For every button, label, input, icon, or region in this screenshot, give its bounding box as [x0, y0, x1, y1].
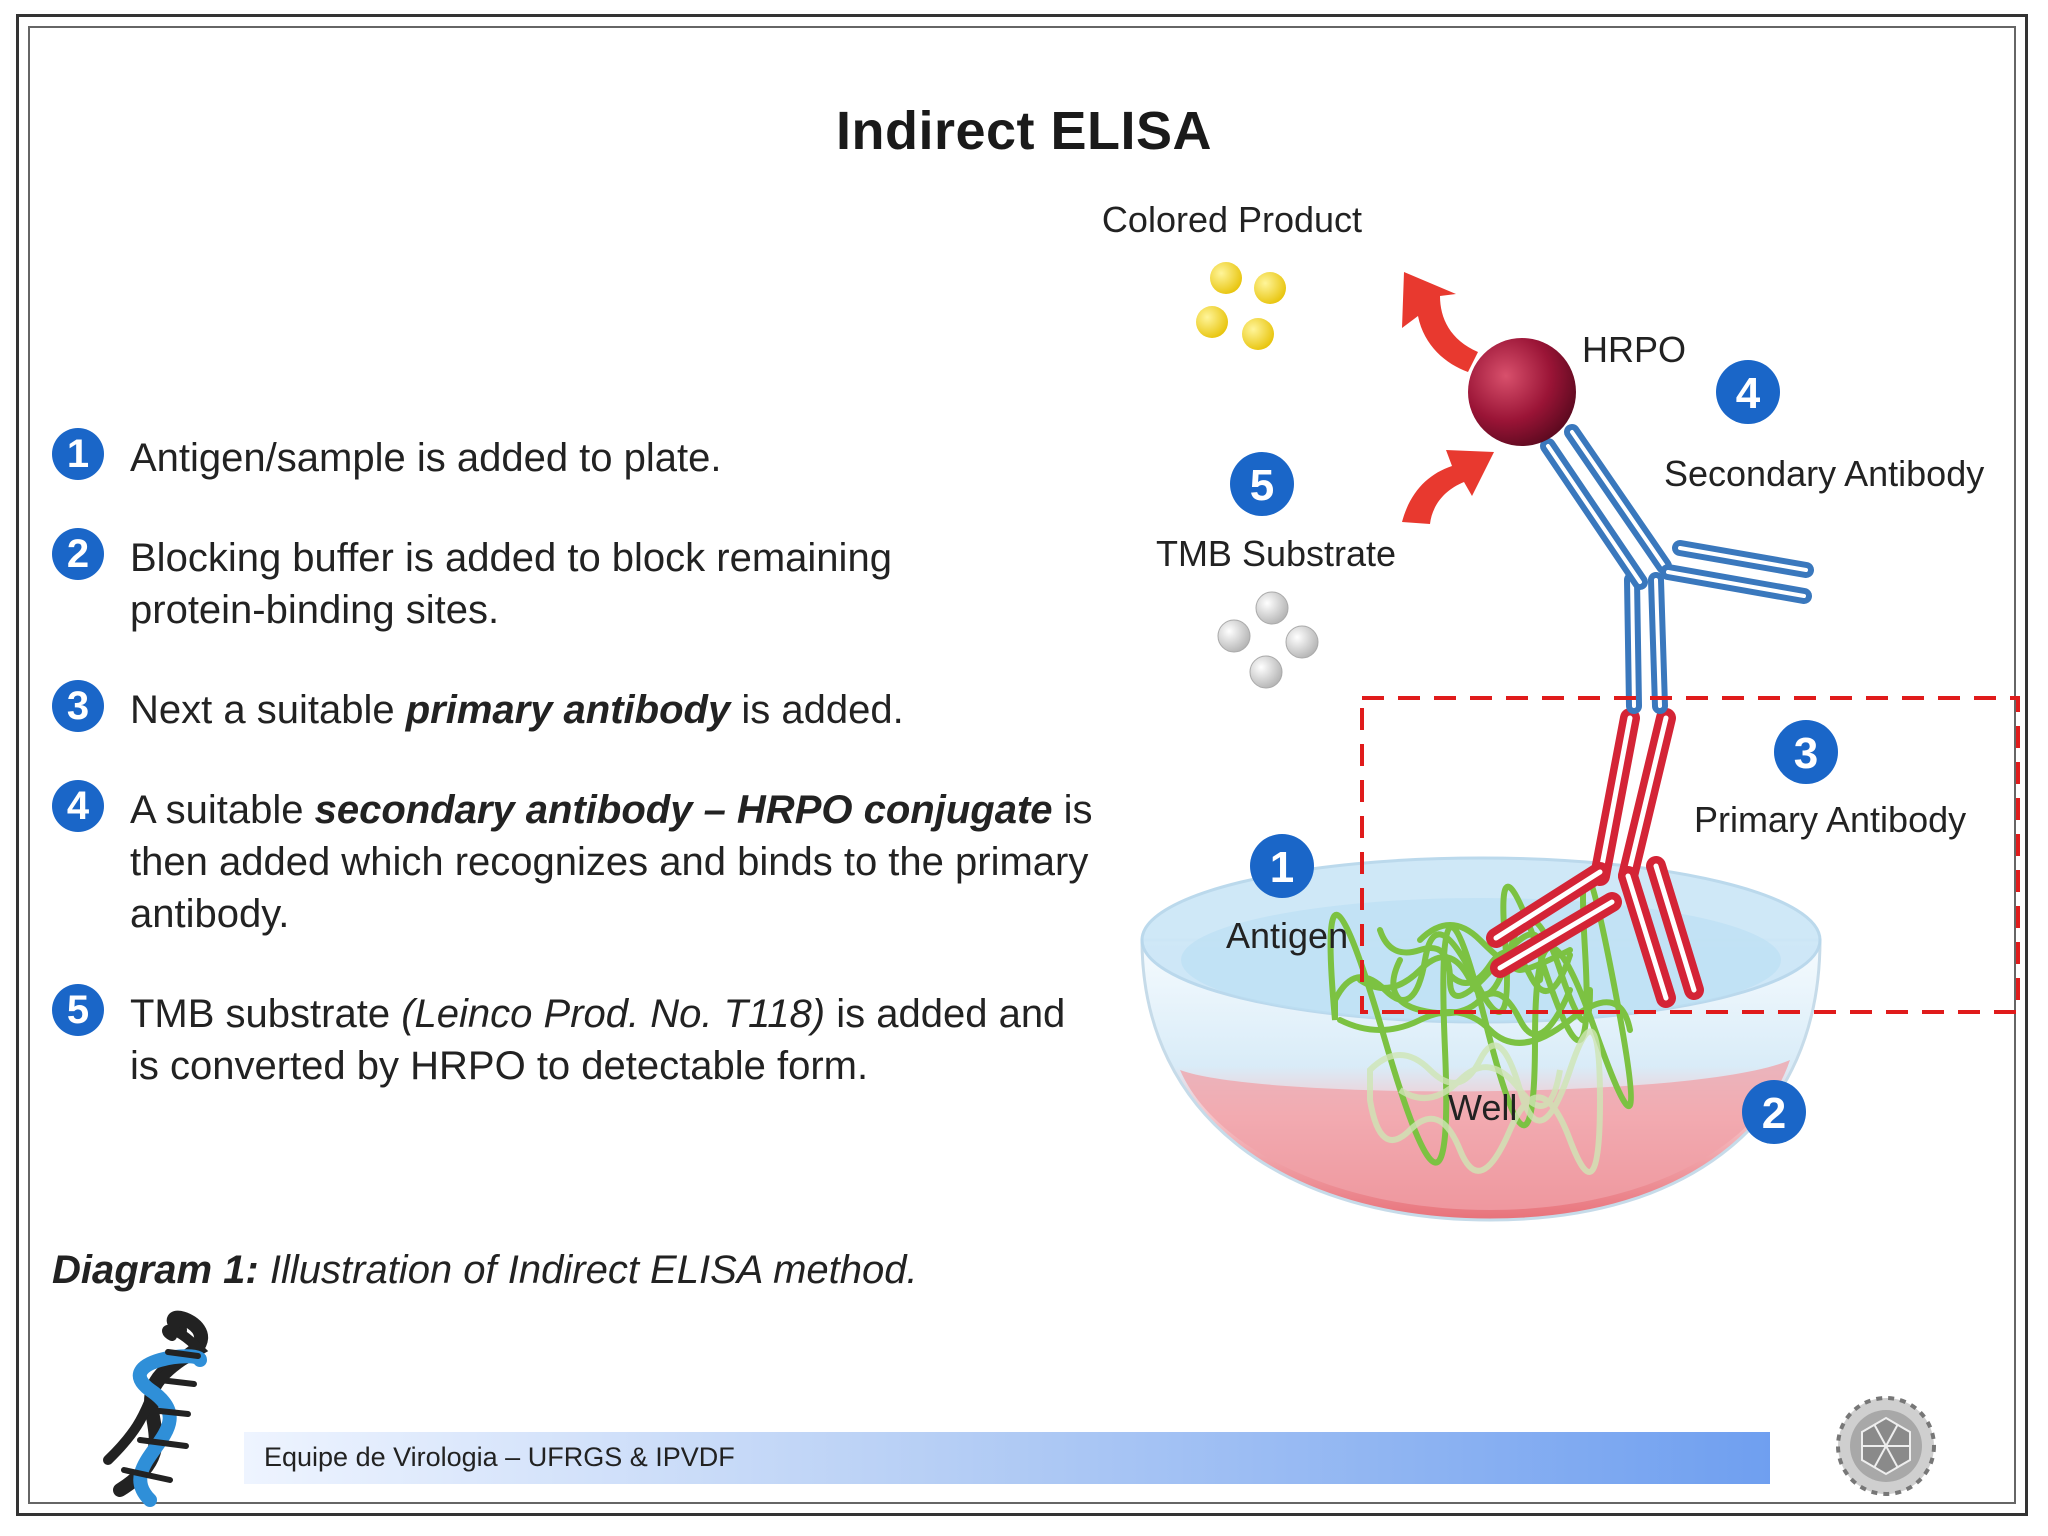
- step-4: 4 A suitable secondary antibody – HRPO c…: [52, 780, 1150, 940]
- hrpo-icon: [1468, 338, 1576, 446]
- label-hrpo: HRPO: [1582, 329, 1686, 370]
- step-1-badge: 1: [52, 428, 104, 480]
- step-5-text: TMB substrate (Leinco Prod. No. T118) is…: [130, 992, 1066, 1088]
- step-4-text: A suitable secondary antibody – HRPO con…: [130, 788, 1093, 936]
- caption-label: Diagram 1:: [52, 1248, 259, 1292]
- label-tmb-substrate: TMB Substrate: [1156, 533, 1396, 574]
- diagram-badge-2: 2: [1742, 1080, 1806, 1144]
- outer-frame: [16, 14, 2028, 1516]
- label-antigen: Antigen: [1226, 915, 1348, 956]
- step-1: 1 Antigen/sample is added to plate.: [52, 428, 1150, 484]
- step-3-badge: 3: [52, 680, 104, 732]
- step-1-text: Antigen/sample is added to plate.: [130, 436, 722, 480]
- diagram-badge-5: 5: [1230, 452, 1294, 516]
- primary-antibody-highlight-box: [1360, 696, 2020, 1014]
- diagram-badge-3: 3: [1774, 720, 1838, 784]
- diagram-badge-1-number: 1: [1270, 843, 1294, 892]
- diagram-badge-5-number: 5: [1250, 461, 1274, 510]
- page-title: Indirect ELISA: [835, 101, 1213, 161]
- label-primary-antibody: Primary Antibody: [1694, 799, 1966, 840]
- dna-logo-icon: [103, 1310, 209, 1507]
- arrow-to-colored-product: [1402, 272, 1478, 372]
- step-4-badge: 4: [52, 780, 104, 832]
- step-5: 5 TMB substrate (Leinco Prod. No. T118) …: [52, 984, 1090, 1092]
- label-colored-product: Colored Product: [1102, 199, 1362, 240]
- virus-logo-icon: [1836, 1396, 1936, 1496]
- footer-text: Equipe de Virologia – UFRGS & IPVDF: [264, 1442, 735, 1472]
- primary-antibody: [1486, 708, 1704, 1008]
- diagram-badge-4-number: 4: [1736, 369, 1761, 418]
- diagram-badge-1: 1: [1250, 834, 1314, 898]
- diagram-caption: Diagram 1: Illustration of Indirect ELIS…: [52, 1248, 918, 1293]
- step-2: 2 Blocking buffer is added to block rema…: [52, 528, 990, 636]
- diagram-badge-2-number: 2: [1762, 1089, 1786, 1138]
- step-2-badge: 2: [52, 528, 104, 580]
- footer-bar: Equipe de Virologia – UFRGS & IPVDF: [244, 1432, 1770, 1484]
- secondary-antibody: [1540, 424, 1814, 714]
- step-2-text: Blocking buffer is added to block remain…: [130, 536, 892, 632]
- label-secondary-antibody: Secondary Antibody: [1664, 453, 1984, 494]
- antigen-shadow: [1367, 1028, 1604, 1175]
- well: [1140, 856, 1822, 1222]
- step-3: 3 Next a suitable primary antibody is ad…: [52, 680, 1150, 736]
- step-5-badge: 5: [52, 984, 104, 1036]
- caption-text: Illustration of Indirect ELISA method.: [269, 1248, 918, 1292]
- step-3-text: Next a suitable primary antibody is adde…: [130, 688, 904, 732]
- arrow-substrate-to-hrpo: [1402, 450, 1494, 524]
- diagram-badge-3-number: 3: [1794, 729, 1818, 778]
- inner-frame: [28, 26, 2016, 1504]
- tmb-substrate-dots: [1217, 591, 1319, 689]
- colored-product-dots: [1196, 262, 1286, 350]
- diagram-badge-4: 4: [1716, 360, 1780, 424]
- label-well: Well: [1448, 1087, 1517, 1128]
